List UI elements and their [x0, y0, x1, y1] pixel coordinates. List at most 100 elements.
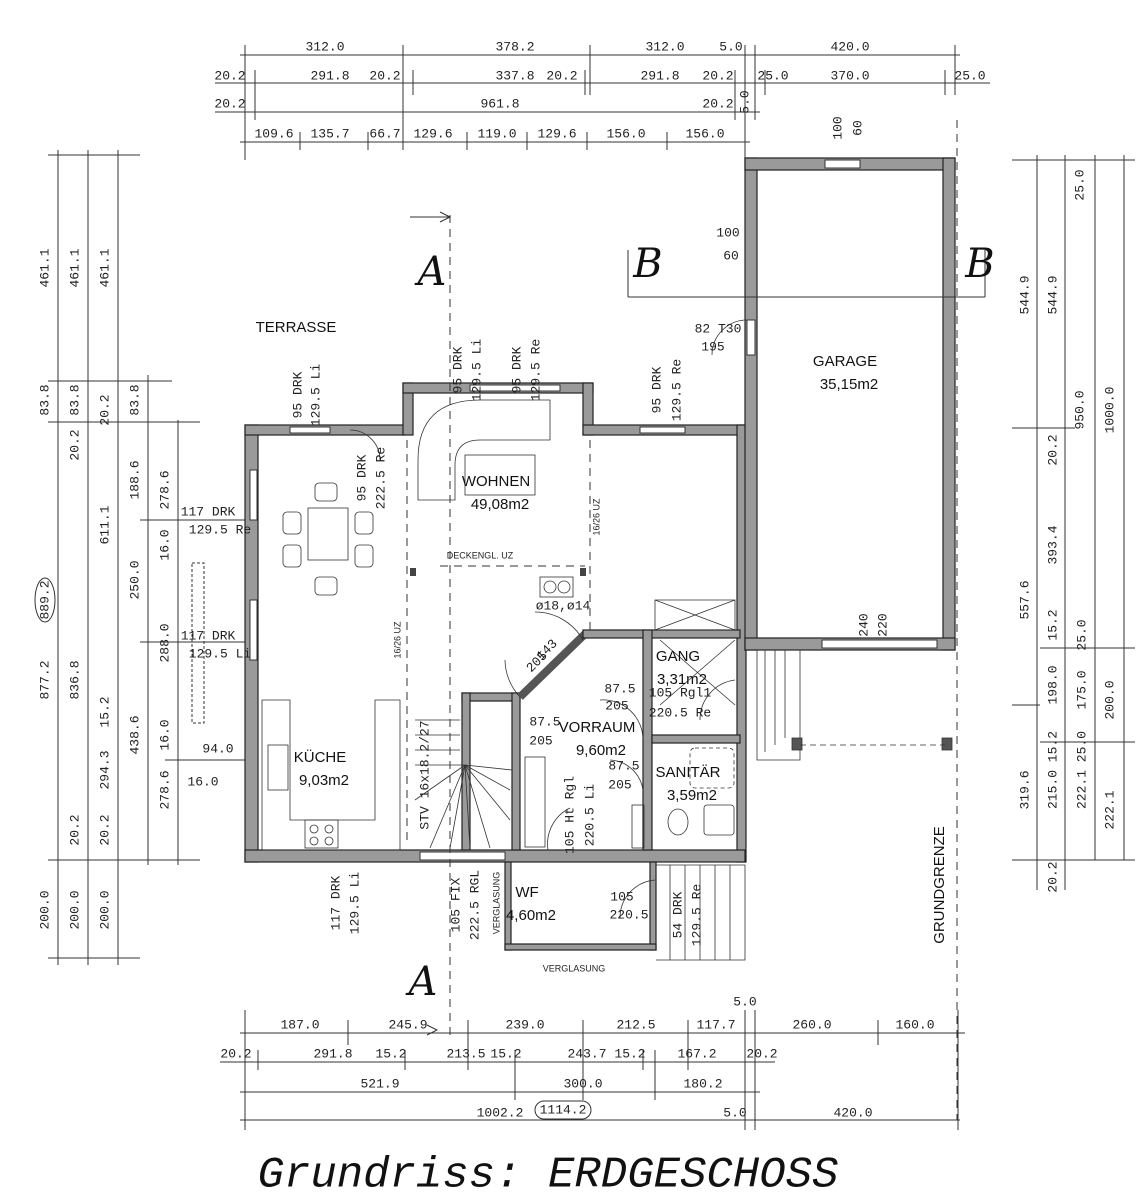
dimension-label: 836.8: [67, 660, 82, 699]
dimension-label: 312.0: [305, 39, 344, 54]
dimension-label: 521.9: [360, 1076, 399, 1091]
opening-label: 95 DRK: [450, 346, 465, 393]
opening-label: 95 DRK: [354, 454, 369, 501]
dimension-label: 961.8: [480, 96, 519, 111]
opening-label: 87.5: [529, 714, 560, 729]
opening-label: 195: [701, 339, 724, 354]
dimension-label: 239.0: [505, 1017, 544, 1032]
dimension-label: 15.2: [490, 1046, 521, 1061]
dimension-label: 20.2: [746, 1046, 777, 1061]
dimension-label: 20.2: [546, 68, 577, 83]
dimension-label: 544.9: [1045, 275, 1060, 314]
opening-label: 60: [723, 248, 739, 263]
opening-label: 129.5 Re: [528, 339, 543, 401]
room-name-garage: GARAGE: [813, 353, 877, 370]
room-area-wohnen: 49,08m2: [471, 496, 529, 513]
opening-label: 129.5 Li: [469, 339, 484, 402]
dimension-label: 156.0: [606, 126, 645, 141]
ceiling-note: DECKENGL. UZ: [447, 550, 514, 560]
dimension-label: 461.1: [67, 248, 82, 287]
dimension-label: 83.8: [127, 384, 142, 415]
dimension-label: 300.0: [563, 1076, 602, 1091]
room-name-sanitaer: SANITÄR: [655, 764, 720, 781]
glazing-label: VERGLASUNG: [491, 872, 501, 935]
top-dimension-lines: [215, 45, 990, 160]
dimension-label: 215.0 15.2: [1045, 731, 1060, 809]
dimension-label: 83.8: [37, 384, 52, 415]
dimension-label: 1002.2: [477, 1105, 524, 1120]
kitchen-counter: [261, 699, 401, 851]
opening-label: 220.5 Li: [582, 784, 597, 847]
dimension-label: 20.2: [214, 96, 245, 111]
dimension-label: 1000.0: [1102, 387, 1117, 434]
room-area-sanitaer: 3,59m2: [667, 787, 717, 804]
dimension-label: 877.2: [37, 660, 52, 699]
dimension-label: 20.2: [214, 68, 245, 83]
sanitary-fixtures: [631, 747, 735, 849]
dimension-label: 66.7: [369, 126, 400, 141]
opening-label: 220.5 Re: [649, 705, 711, 720]
dimension-label: 5.0: [723, 1105, 746, 1120]
section-marker-b: B: [964, 241, 994, 287]
dimension-label: 20.2: [67, 814, 82, 845]
room-area-vorraum: 9,60m2: [576, 742, 626, 759]
dimension-label: 188.6: [127, 460, 142, 499]
total-dimension-label: 1114.2: [540, 1102, 587, 1117]
room-name-wohnen: WOHNEN: [462, 473, 530, 490]
drawing-title: Grundriss: ERDGESCHOSS: [258, 1151, 839, 1200]
opening-label: 95 DRK: [290, 371, 305, 418]
dimension-label: 544.9: [1017, 275, 1032, 314]
room-area-kueche: 9,03m2: [299, 772, 349, 789]
left-total-oval: [34, 577, 56, 623]
dimension-label: 129.6: [537, 126, 576, 141]
dimension-label: 15.2: [375, 1046, 406, 1061]
dimension-label: 288.0: [157, 623, 172, 662]
stair-label: STV 16x18.2/27: [417, 720, 432, 829]
section-marker-a: A: [405, 959, 438, 1005]
opening-label: 240: [856, 613, 871, 636]
dimension-label: 200.0: [1102, 680, 1117, 719]
dimension-label: 15.2: [97, 696, 112, 727]
opening-label: 222.5 Re: [373, 447, 388, 509]
dimension-label: 200.0: [67, 890, 82, 929]
dimension-label: 20.2: [369, 68, 400, 83]
dimension-label: 94.0: [202, 741, 233, 756]
joist-label: 16/26 UZ: [591, 498, 601, 536]
dimension-label: 420.0: [830, 39, 869, 54]
dimension-label: 20.2: [97, 394, 112, 425]
opening-label: 100: [716, 225, 739, 240]
left-dimension-lines: [48, 150, 250, 965]
room-area-gang: 3,31m2: [657, 671, 707, 688]
dimension-label: 187.0: [280, 1017, 319, 1032]
dimension-label: 213.5: [446, 1046, 485, 1061]
doors: [349, 429, 736, 919]
dimension-label: 461.1: [97, 248, 112, 287]
dimension-label: 129.6: [413, 126, 452, 141]
staircase: [414, 719, 546, 849]
opening-label: 205: [529, 733, 552, 748]
dimension-label: 212.5: [616, 1017, 655, 1032]
room-name-terrasse: TERRASSE: [256, 319, 337, 336]
room-name-gang: GANG: [656, 648, 700, 665]
dimension-label: 5.0: [737, 90, 752, 113]
chimney-label: ø18,ø14: [536, 598, 591, 613]
property-line-label: GRUNDGRENZE: [931, 826, 948, 944]
opening-label: 95 DRK: [649, 366, 664, 413]
section-line-a: [410, 211, 452, 1036]
dimension-label: 20.2: [220, 1046, 251, 1061]
opening-label: 129.5 Re: [189, 522, 251, 537]
opening-label: 117 DRK: [328, 875, 343, 930]
dimension-label: 20.2: [702, 96, 733, 111]
garage-walls: [711, 157, 956, 651]
opening-label: 105 Rgl1: [649, 685, 712, 700]
chimney: [539, 576, 574, 598]
dimension-label: 291.8: [313, 1046, 352, 1061]
dimension-label: 438.6: [127, 715, 142, 754]
dimension-label: 20.2: [1045, 861, 1060, 892]
dimension-label: 167.2: [677, 1046, 716, 1061]
dimension-label: 83.8: [67, 384, 82, 415]
dimension-label: 180.2: [683, 1076, 722, 1091]
dimension-label: 291.8: [310, 68, 349, 83]
opening-label: 129.5 Li: [308, 364, 323, 427]
room-area-garage: 35,15m2: [820, 376, 878, 393]
